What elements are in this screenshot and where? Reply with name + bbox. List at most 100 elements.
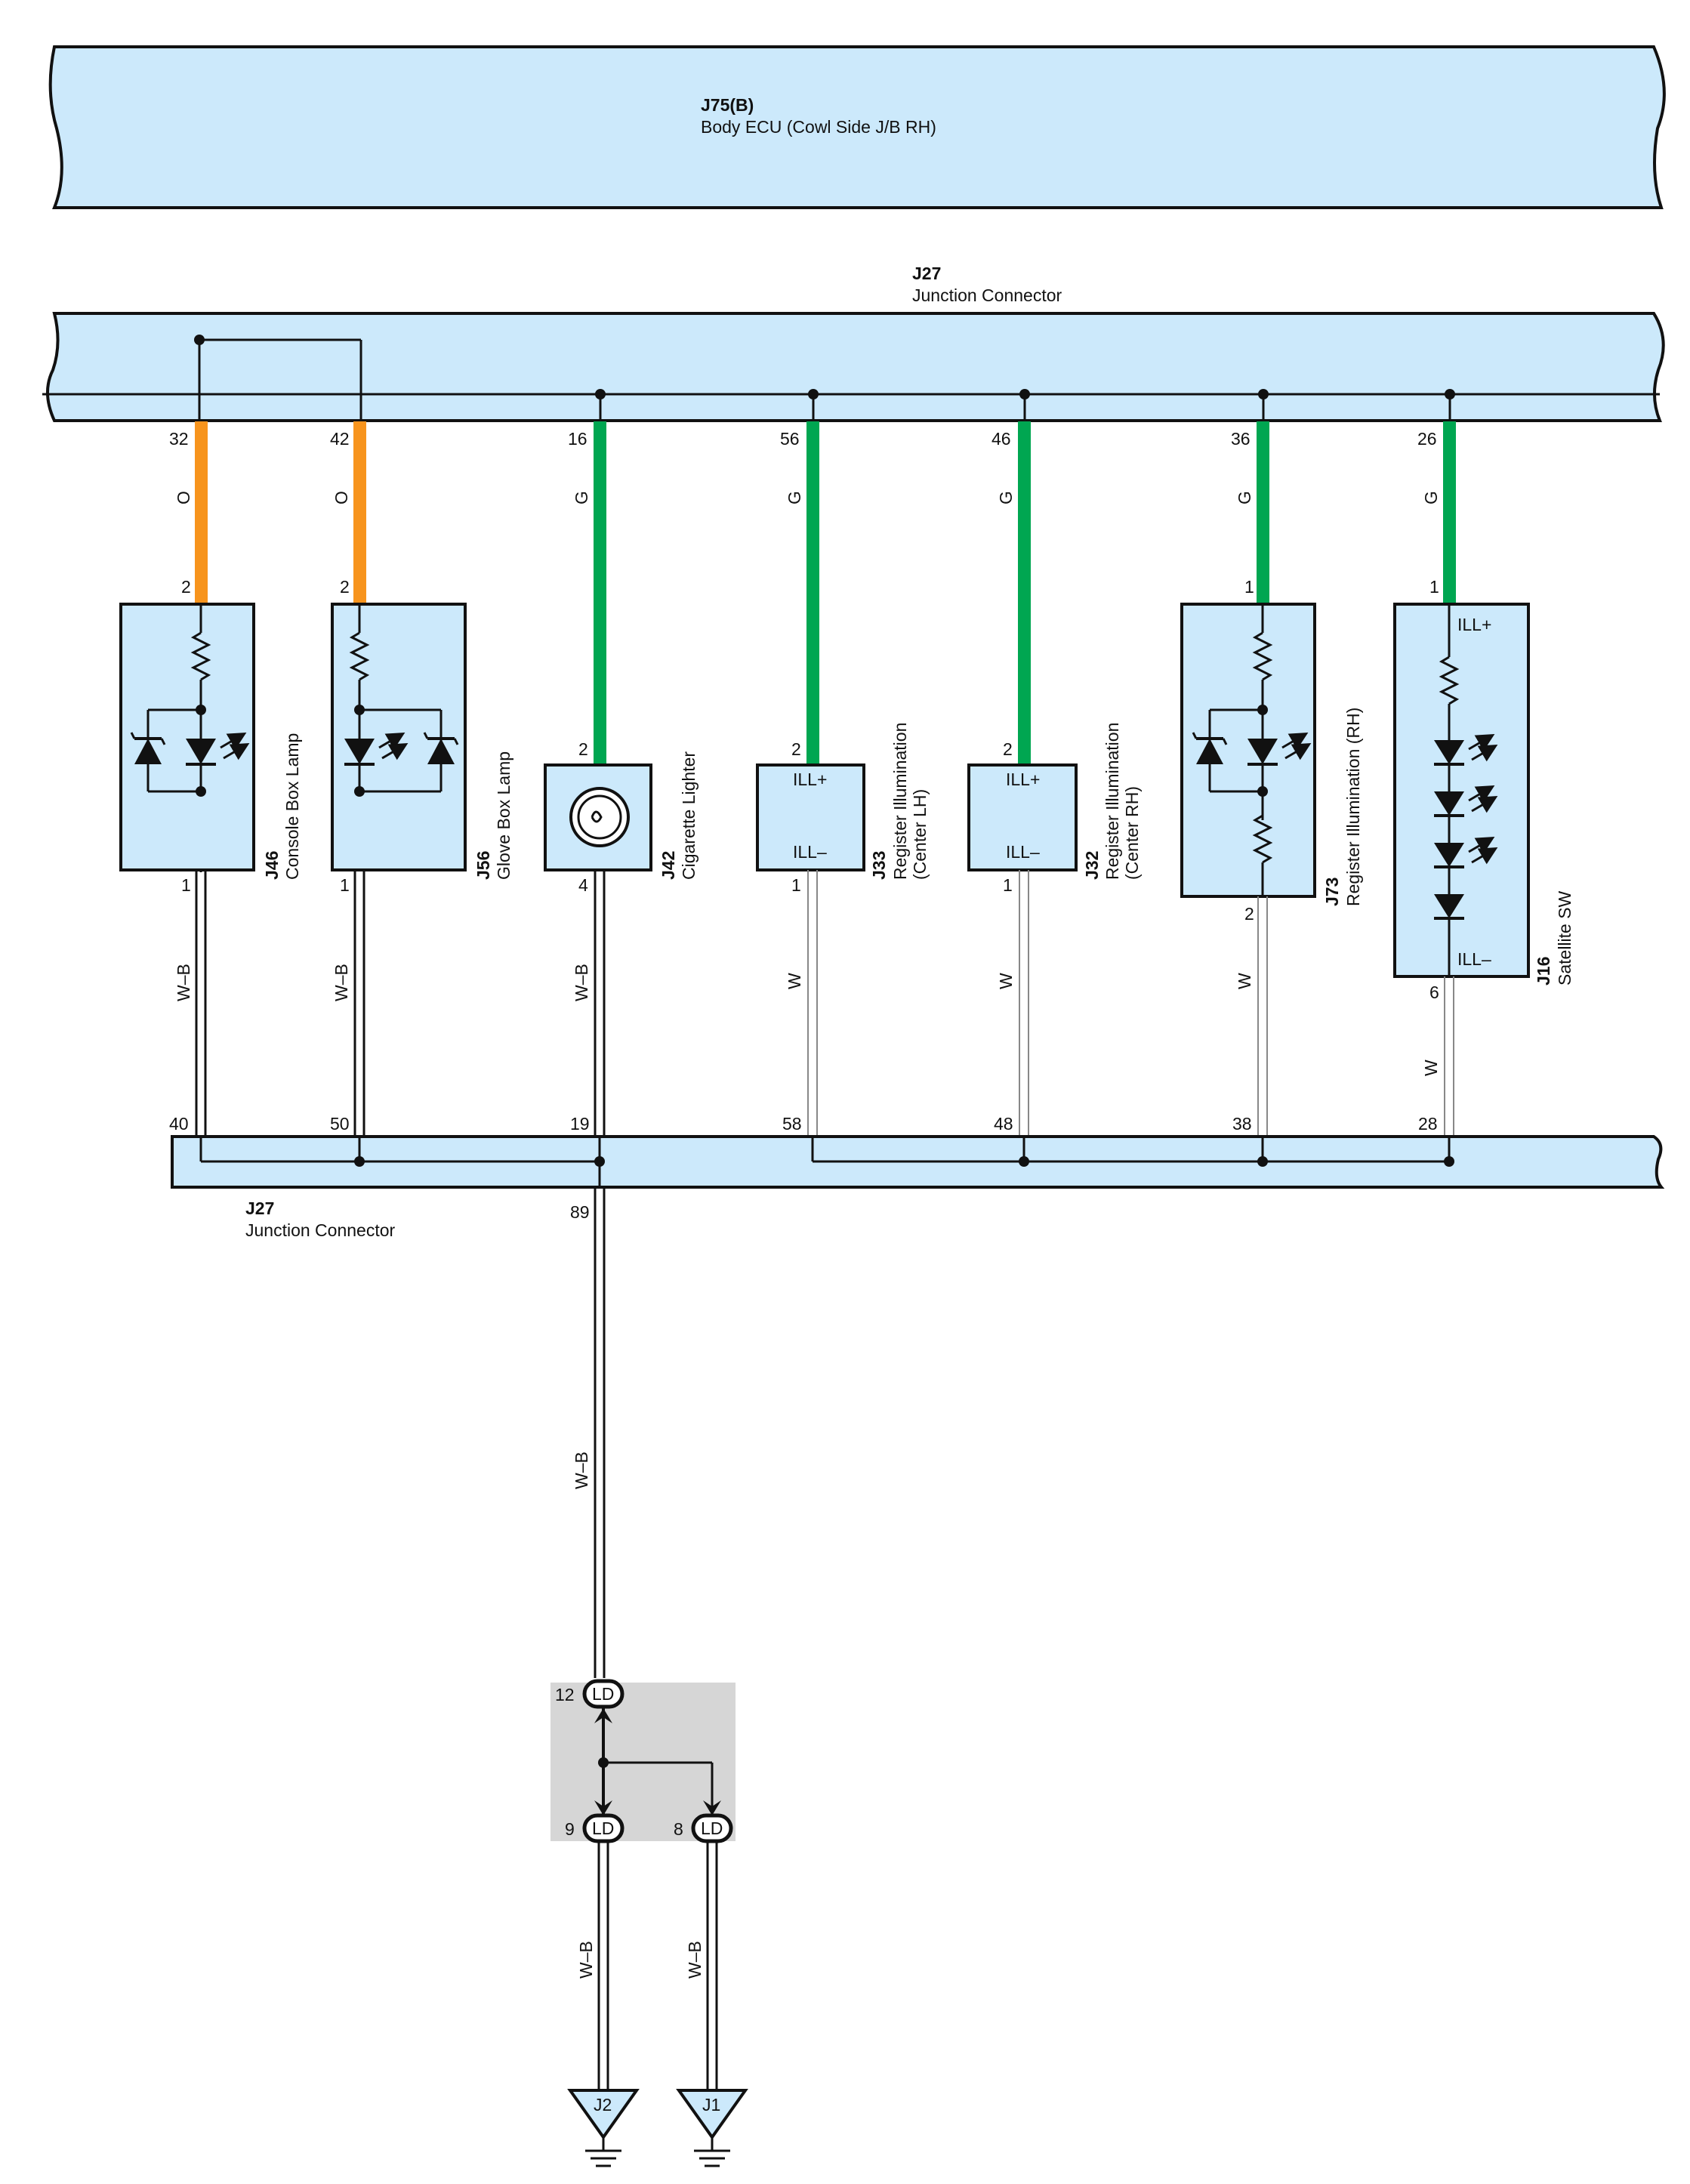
- j33-ill-minus: ILL–: [793, 842, 827, 862]
- upper-wires: [195, 421, 1456, 767]
- upper-labels: 32 O 2 42 O 2 16 G 2 56 G 2 46 G 2 36 G …: [169, 429, 1441, 759]
- junction-connector-top: J27 Junction Connector: [42, 264, 1665, 423]
- j42-code: J42: [658, 851, 678, 880]
- wire-color-j32: G: [996, 491, 1016, 504]
- wire-color-j16-bot: W: [1421, 1060, 1441, 1076]
- ecu-name: Body ECU (Cowl Side J/B RH): [701, 117, 936, 137]
- pin-19: 19: [570, 1114, 590, 1134]
- cigarette-lighter: J42 Cigarette Lighter 4: [544, 751, 699, 895]
- ground-point-j2: J2: [567, 2089, 640, 2167]
- pin-56: 56: [780, 429, 800, 449]
- j32-code: J32: [1082, 851, 1102, 880]
- splice-ld-left: LD: [592, 1818, 614, 1838]
- j73-name: Register Illumination (RH): [1343, 708, 1363, 906]
- pin-28: 28: [1418, 1114, 1438, 1134]
- wire-orange-j56: [353, 421, 366, 605]
- wire-green-j16: [1443, 421, 1456, 605]
- ground-wire-color-j2: W–B: [576, 1941, 596, 1979]
- splice-ld-right: LD: [701, 1818, 723, 1838]
- pin-j33-bot: 1: [791, 875, 801, 895]
- j32-name2: (Center RH): [1122, 786, 1142, 880]
- jc-bottom-code: J27: [245, 1198, 274, 1218]
- pin-j32-bot: 1: [1003, 875, 1013, 895]
- jc-top-code: J27: [912, 264, 941, 283]
- wire-color-j73-bot: W: [1235, 973, 1254, 989]
- j16-ill-minus: ILL–: [1457, 949, 1491, 969]
- j16-code: J16: [1534, 957, 1553, 986]
- wire-orange-j46: [195, 421, 208, 605]
- wire-green-j32: [1018, 421, 1031, 767]
- wire-color-j33: G: [785, 491, 804, 504]
- pin-16: 16: [568, 429, 587, 449]
- pin-j46-top: 2: [181, 577, 191, 597]
- j33-code: J33: [869, 851, 889, 880]
- ecu-code: J75(B): [701, 95, 754, 115]
- wire-color-j56-bot: W–B: [332, 964, 351, 1001]
- pin-j32-top: 2: [1003, 739, 1013, 759]
- j56-code: J56: [473, 851, 493, 880]
- main-ground-wire-color: W–B: [572, 1451, 591, 1489]
- j73-code: J73: [1322, 878, 1342, 906]
- pin-j42-top: 2: [578, 739, 588, 759]
- pin-58: 58: [782, 1114, 802, 1134]
- main-ground-wire: W–B: [572, 1187, 606, 1678]
- wire-green-j73: [1257, 421, 1269, 605]
- j32-ill-plus: ILL+: [1006, 770, 1040, 789]
- register-illumination-center-lh: ILL+ ILL– J33 Register Illumination (Cen…: [756, 723, 930, 895]
- j32-ill-minus: ILL–: [1006, 842, 1040, 862]
- wire-color-j32-bot: W: [996, 973, 1016, 989]
- ground-splice: LD 12 LD 9 LD 8: [550, 1679, 736, 1843]
- splice-ld-in: LD: [592, 1684, 614, 1704]
- ground-wire-color-j1: W–B: [685, 1941, 705, 1979]
- j16-name: Satellite SW: [1555, 890, 1574, 986]
- pin-12: 12: [555, 1685, 575, 1704]
- pin-j56-bot: 1: [340, 875, 350, 895]
- wire-green-j42: [594, 421, 606, 767]
- satellite-switch: ILL+ ILL– J16 Satellite SW 6: [1393, 603, 1574, 1002]
- body-ecu-connector: J75(B) Body ECU (Cowl Side J/B RH): [48, 45, 1666, 209]
- pin-j42-bot: 4: [578, 875, 588, 895]
- pin-j73-bot: 2: [1244, 904, 1254, 924]
- jc-top-name: Junction Connector: [912, 285, 1062, 305]
- j33-name: Register Illumination: [890, 723, 910, 880]
- pin-32: 32: [169, 429, 189, 449]
- wire-color-j42: G: [572, 491, 591, 504]
- pin-50: 50: [330, 1114, 350, 1134]
- pin-j46-bot: 1: [181, 875, 191, 895]
- j33-name2: (Center LH): [910, 789, 930, 880]
- register-illumination-rh: J73 Register Illumination (RH) 2: [1180, 603, 1363, 924]
- wire-color-j56: O: [332, 491, 351, 504]
- ground-j2-label: J2: [594, 2095, 612, 2115]
- pin-36: 36: [1231, 429, 1251, 449]
- junction-connector-bottom: J27 Junction Connector 89: [171, 1135, 1665, 1240]
- wire-color-j16: G: [1421, 491, 1441, 504]
- j46-code: J46: [262, 851, 282, 880]
- wire-color-j46-bot: W–B: [174, 964, 193, 1001]
- console-box-lamp: J46 Console Box Lamp 1: [119, 603, 302, 895]
- j32-name: Register Illumination: [1103, 723, 1122, 880]
- wire-color-j42-bot: W–B: [572, 964, 591, 1001]
- register-illumination-center-rh: ILL+ ILL– J32 Register Illumination (Cen…: [967, 723, 1142, 895]
- pin-8: 8: [674, 1819, 683, 1839]
- pin-38: 38: [1232, 1114, 1252, 1134]
- j46-name: Console Box Lamp: [282, 733, 302, 880]
- wire-color-j33-bot: W: [785, 973, 804, 989]
- pin-j56-top: 2: [340, 577, 350, 597]
- wire-color-j46: O: [174, 491, 193, 504]
- j16-ill-plus: ILL+: [1457, 615, 1491, 634]
- wire-color-j73: G: [1235, 491, 1254, 504]
- pin-9: 9: [565, 1819, 575, 1839]
- pin-40: 40: [169, 1114, 189, 1134]
- ground-point-j1: J1: [676, 2089, 748, 2167]
- lower-wires: [195, 870, 1454, 1137]
- j33-ill-plus: ILL+: [793, 770, 827, 789]
- wire-green-j33: [806, 421, 819, 767]
- lower-labels: W–B W–B W–B W W W W 40 50 19 58 48 38 28: [169, 964, 1441, 1134]
- glove-box-lamp: J56 Glove Box Lamp 1: [331, 603, 513, 895]
- pin-j33-top: 2: [791, 739, 801, 759]
- pin-48: 48: [994, 1114, 1013, 1134]
- ground-wires: W–B W–B: [576, 1841, 718, 2090]
- jc-bottom-name: Junction Connector: [245, 1220, 396, 1240]
- pin-j73-top: 1: [1244, 577, 1254, 597]
